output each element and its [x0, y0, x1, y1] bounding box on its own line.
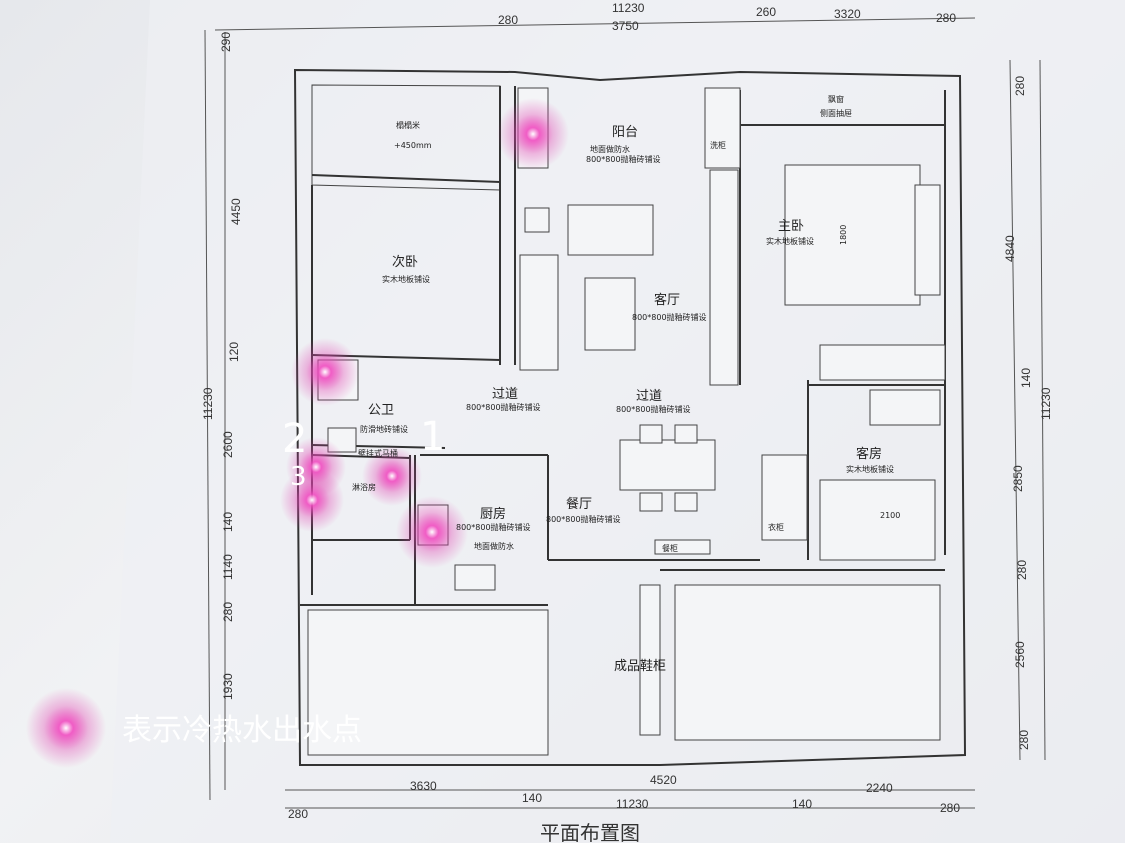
label-guest: 客房 — [856, 446, 882, 462]
dim-left-9: 1930 — [221, 673, 235, 700]
label-bath: 公卫 — [368, 403, 394, 418]
dim-right-7: 2560 — [1013, 641, 1027, 668]
label-shower: 淋浴房 — [352, 482, 376, 492]
dim-top-3: 3750 — [612, 19, 639, 33]
water-point-shower-2 — [362, 446, 422, 506]
dim-bottom-3: 2240 — [866, 781, 893, 795]
dim-right-5: 2850 — [1011, 465, 1025, 492]
dim-left-2: 4450 — [229, 198, 243, 225]
dim-bottom-6: 11230 — [616, 797, 649, 811]
dim-top-5: 3320 — [834, 7, 861, 21]
legend-text: 表示冷热水出水点 — [122, 713, 362, 748]
label-living-note: 800*800抛釉砖铺设 — [632, 312, 707, 322]
dim-bottom-7: 140 — [792, 797, 812, 811]
label-cabinet-note: +450mm — [394, 141, 432, 150]
dim-right-6: 280 — [1015, 560, 1029, 580]
label-corridor1: 过道 — [492, 387, 518, 402]
label-guest-bed-size: 2100 — [880, 511, 900, 520]
water-point-shower — [280, 468, 344, 532]
dim-bottom-1: 3630 — [410, 779, 437, 793]
dim-left-8: 280 — [221, 602, 235, 622]
dimension-lines — [204, 17, 1046, 809]
label-master-bed: 主卧 — [778, 219, 804, 234]
label-wardrobe: 衣柜 — [768, 522, 784, 532]
label-bay: 飘窗 — [828, 94, 844, 104]
marker-1: 1 — [420, 414, 445, 460]
dim-left-4: 11230 — [201, 387, 215, 420]
label-kitchen-note2: 地面做防水 — [474, 541, 514, 551]
label-balcony: 阳台 — [612, 125, 638, 140]
label-dining: 餐厅 — [566, 496, 592, 512]
label-balcony-note2: 800*800抛釉砖铺设 — [586, 154, 661, 164]
label-bath-note: 防滑地砖铺设 — [360, 424, 408, 434]
marker-2: 2 — [282, 416, 307, 462]
label-guest-note: 实木地板铺设 — [846, 464, 894, 474]
dim-right-3: 140 — [1019, 368, 1033, 388]
water-points — [26, 98, 569, 768]
label-master-bed-size: 1800 — [839, 225, 848, 245]
label-master-bed-note: 实木地板铺设 — [766, 236, 814, 246]
label-balcony-wash: 洗柜 — [710, 140, 726, 150]
dim-left-1: 290 — [219, 32, 233, 52]
label-second-bed-note: 实木地板铺设 — [382, 274, 430, 284]
water-point-balcony — [497, 98, 569, 170]
dim-bottom-5: 140 — [522, 791, 542, 805]
dim-left-5: 2600 — [221, 431, 235, 458]
label-living: 客厅 — [654, 292, 680, 308]
dim-right-4: 11230 — [1039, 387, 1053, 420]
dim-right-2: 4840 — [1003, 235, 1017, 262]
dim-bottom-8: 280 — [940, 801, 960, 815]
label-cabinet: 榻榻米 — [396, 120, 420, 130]
dim-bottom-4: 280 — [288, 807, 308, 821]
label-balcony-note1: 地面做防水 — [590, 144, 630, 154]
label-second-bed: 次卧 — [392, 254, 418, 270]
label-dining-note: 800*800抛釉砖铺设 — [546, 514, 621, 524]
dim-top-1: 280 — [498, 13, 518, 27]
label-bath-toilet: 壁挂式马桶 — [358, 448, 398, 458]
label-bay-note: 侧面抽屉 — [820, 108, 852, 118]
dim-top-2: 11230 — [612, 1, 645, 15]
dim-left-7: 1140 — [221, 554, 235, 580]
label-kitchen: 厨房 — [480, 506, 506, 522]
label-cab-small: 餐柜 — [662, 543, 678, 553]
label-corridor2-note: 800*800抛釉砖铺设 — [616, 404, 691, 414]
water-point-kitchen — [396, 496, 468, 568]
dim-bottom-2: 4520 — [650, 773, 677, 787]
label-kitchen-note1: 800*800抛釉砖铺设 — [456, 522, 531, 532]
dim-top-6: 280 — [936, 11, 956, 25]
dim-right-8: 280 — [1017, 730, 1031, 750]
dim-left-3: 120 — [227, 342, 241, 362]
plan-caption: 平面布置图 — [540, 821, 640, 843]
water-point-legend — [26, 688, 106, 768]
label-shoe: 成品鞋柜 — [614, 658, 666, 674]
dim-top-4: 260 — [756, 5, 776, 19]
water-point-basin — [291, 338, 359, 406]
label-corridor2: 过道 — [636, 389, 662, 404]
dim-right-1: 280 — [1013, 76, 1027, 96]
marker-3: 3 — [290, 462, 307, 492]
dim-left-6: 140 — [221, 512, 235, 532]
label-corridor1-note: 800*800抛釉砖铺设 — [466, 402, 541, 412]
